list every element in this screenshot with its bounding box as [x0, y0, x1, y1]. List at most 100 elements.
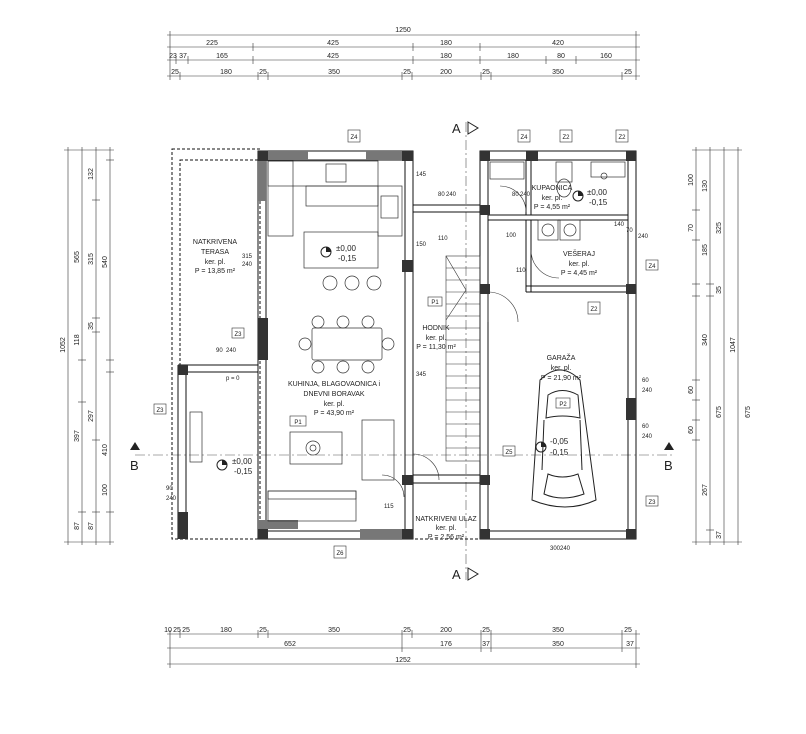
columns — [178, 151, 636, 539]
note: 140 — [614, 222, 625, 228]
dim-bottom: 25 — [182, 627, 190, 634]
room-terrace-name: NATKRIVENA — [193, 239, 238, 246]
dim-bottom: 350 — [552, 641, 564, 648]
dim-top: 420 — [552, 40, 564, 47]
dim-top: 425 — [327, 53, 339, 60]
note: 240 — [520, 192, 531, 198]
floor-tag-label: P1 — [294, 420, 302, 426]
room-entrance-name: NATKRIVENI ULAZ — [415, 516, 477, 523]
dim-top-total: 1250 — [395, 27, 411, 34]
tag-label: Z4 — [520, 135, 528, 141]
dim-left: 35 — [88, 322, 95, 330]
tag-label: Z2 — [590, 307, 598, 313]
room-bathroom-name: KUPAONICA — [532, 185, 573, 192]
window-tag-labels: Z4 Z4 Z2 Z3 Z3 Z2 Z4 Z5 Z3 Z6 Z2 — [156, 135, 656, 557]
note: 300 — [550, 546, 561, 552]
dim-right: 675 — [745, 406, 752, 418]
dim-top: 25 — [259, 69, 267, 76]
dim-left: 1052 — [60, 337, 67, 353]
dim-top: 200 — [440, 69, 452, 76]
section-a-top-label: A — [452, 121, 461, 136]
left-dimension-lines — [64, 147, 114, 545]
note: 80 — [438, 192, 445, 198]
dim-right: 70 — [688, 224, 695, 232]
dim-bottom-total: 1252 — [395, 657, 411, 664]
room-terrace-area: P = 13,85 m² — [195, 268, 236, 275]
dim-bottom: 25 — [624, 627, 632, 634]
dim-bottom: 350 — [552, 627, 564, 634]
dim-bottom: 25 — [259, 627, 267, 634]
dim-top: 37 — [179, 53, 187, 60]
tag-label: Z6 — [336, 551, 344, 557]
floor-tag-label: P2 — [559, 402, 567, 408]
room-laundry-area: P = 4,45 m² — [561, 270, 598, 277]
dim-top: 160 — [600, 53, 612, 60]
wall-hatch — [258, 151, 402, 539]
note: p = 0 — [226, 376, 240, 382]
room-terrace-name2: TERASA — [201, 249, 229, 256]
room-garage-sub: ker. pl. — [551, 365, 572, 372]
floor-tag-labels: P1 P1 P2 — [294, 300, 567, 426]
dim-right: 35 — [716, 286, 723, 294]
section-b-left-label: B — [130, 458, 139, 473]
level-kitchen-floor: ±0,00 — [336, 244, 357, 253]
note: 240 — [638, 234, 649, 240]
dim-top: 350 — [552, 69, 564, 76]
dim-right: 185 — [702, 244, 709, 256]
level-garage-base: -0,15 — [550, 448, 569, 457]
dim-top: 180 — [440, 40, 452, 47]
note: 240 — [642, 434, 653, 440]
note: 110 — [438, 236, 448, 242]
room-kitchen-name2: DNEVNI BORAVAK — [303, 391, 365, 398]
note: 80 — [512, 192, 519, 198]
dim-right: 340 — [702, 334, 709, 346]
room-garage-name: GARAŽA — [547, 353, 576, 362]
level-garage-floor: -0,05 — [550, 437, 569, 446]
section-lines — [135, 122, 672, 580]
dim-bottom: 25 — [173, 627, 181, 634]
dim-bottom: 37 — [482, 641, 490, 648]
dim-top: 180 — [507, 53, 519, 60]
level-bath-floor: ±0,00 — [587, 188, 608, 197]
room-terrace-sub: ker. pl. — [205, 259, 226, 266]
top-dimension-labels: 1250 225 425 180 420 23 37 165 425 180 1… — [169, 27, 632, 76]
room-hall-area: P = 11,30 m² — [416, 344, 456, 351]
right-dimension-lines — [692, 147, 742, 545]
dim-bottom: 350 — [328, 627, 340, 634]
dim-left: 132 — [88, 168, 95, 180]
bottom-dimension-labels: 10 25 25 180 25 350 25 200 25 350 25 652… — [164, 627, 634, 664]
room-entrance-area: P = 2,56 m² — [428, 534, 465, 541]
note: 60 — [642, 424, 649, 430]
dim-top: 225 — [206, 40, 218, 47]
note: 110 — [516, 268, 526, 274]
dim-bottom: 25 — [482, 627, 490, 634]
dim-top: 80 — [557, 53, 565, 60]
note: 90 — [216, 348, 223, 354]
room-hall-sub: ker. pl. — [426, 335, 447, 342]
section-markers: A A B B — [130, 121, 674, 582]
note: 60 — [642, 378, 649, 384]
dim-right: 60 — [688, 426, 695, 434]
room-kitchen-name: KUHINJA, BLAGOVAONICA i — [288, 381, 381, 388]
tag-label: Z3 — [156, 408, 164, 414]
dim-left: 297 — [88, 410, 95, 422]
dim-right: 130 — [702, 180, 709, 192]
dim-left: 565 — [74, 251, 81, 263]
dim-top: 23 — [169, 53, 177, 60]
room-labels: NATKRIVENA TERASA ker. pl. P = 13,85 m² … — [193, 185, 598, 541]
dim-bottom: 176 — [440, 641, 452, 648]
dim-right: 60 — [688, 386, 695, 394]
staircase — [445, 255, 481, 462]
room-kitchen-sub: ker. pl. — [324, 401, 345, 408]
dim-top: 25 — [171, 69, 179, 76]
level-labels: ±0,00 -0,15 ±0,00 -0,15 ±0,00 -0,15 -0,0… — [232, 188, 608, 476]
room-bathroom-area: P = 4,55 m² — [534, 204, 571, 211]
dim-bottom: 10 — [164, 627, 172, 634]
note: 315 — [242, 254, 253, 260]
tag-label: Z2 — [618, 135, 626, 141]
dim-bottom: 37 — [626, 641, 634, 648]
dim-right: 37 — [716, 531, 723, 539]
tag-label: Z4 — [648, 264, 656, 270]
note: 90 — [166, 486, 173, 492]
note: 240 — [226, 348, 237, 354]
